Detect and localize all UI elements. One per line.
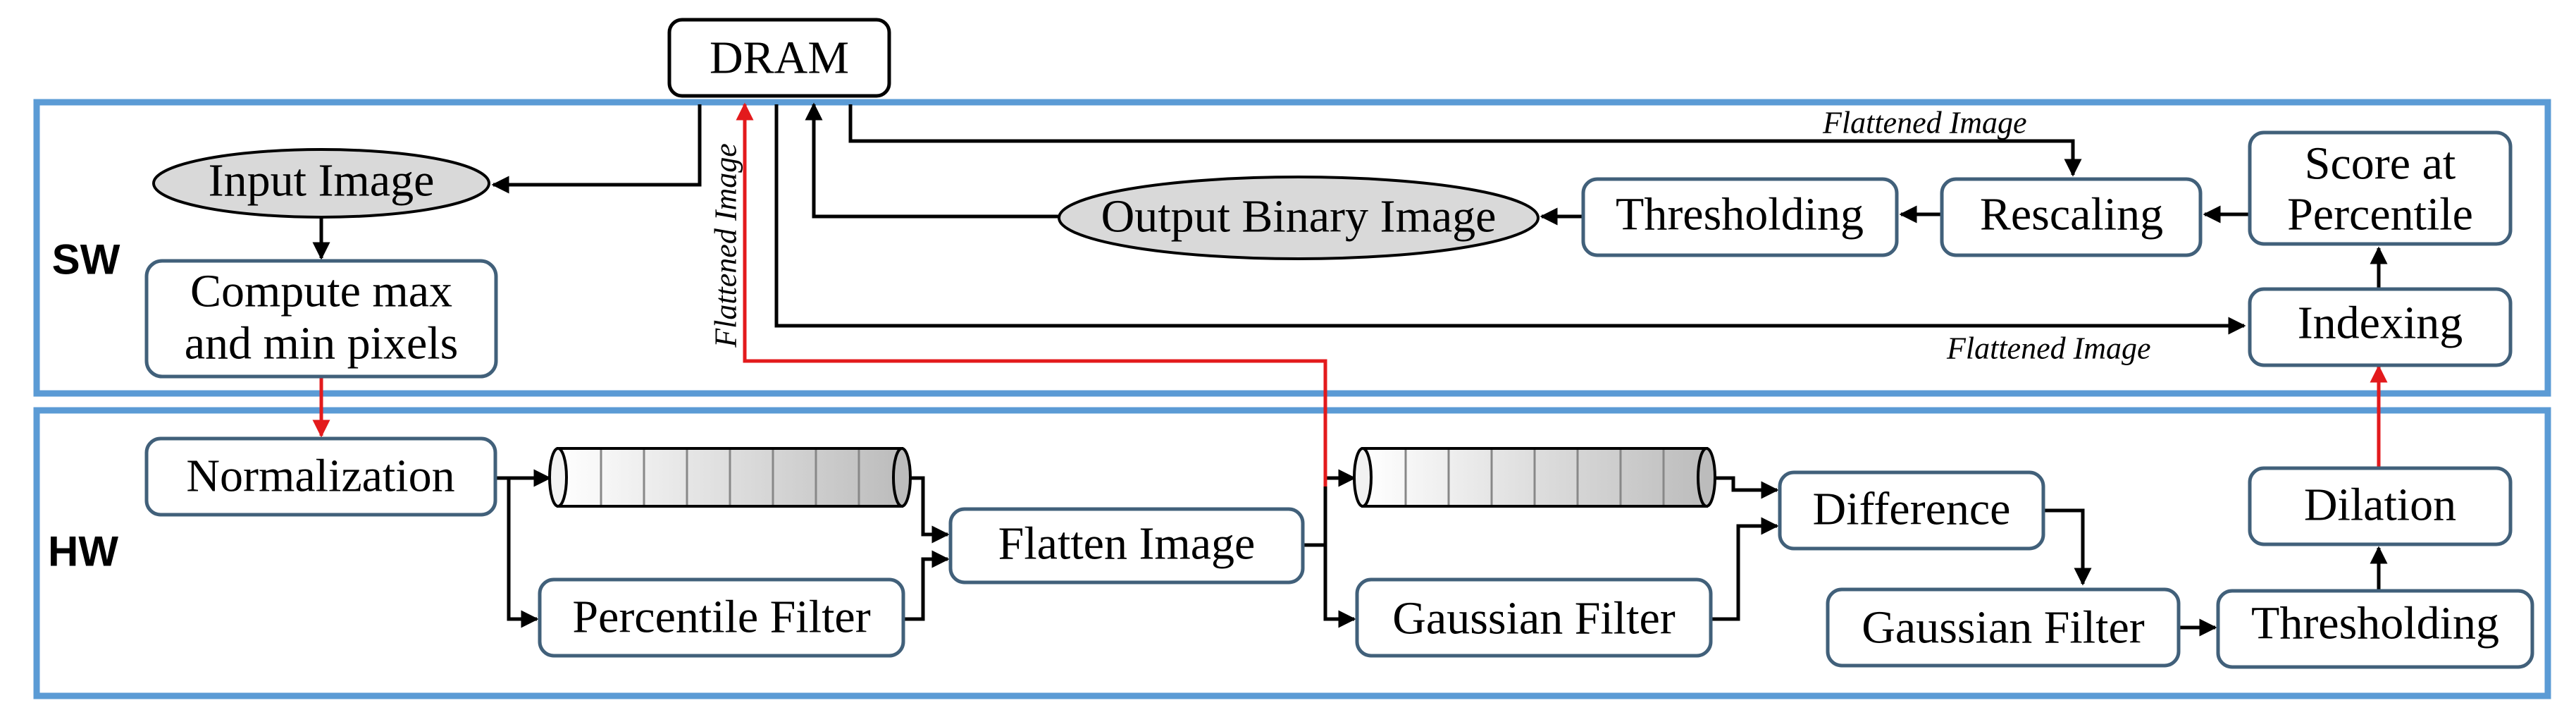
arrow-dram-to-rescaling [848,104,2082,177]
rescaling-block [1940,177,2203,257]
gaussian-filter-1-block [1355,577,1713,658]
gaussian-filter-2-label: Gaussian Filter [1862,602,2144,654]
compute-minmax-block [144,259,498,379]
input-image-label: Input Image [209,155,435,207]
arrow-dram-to-indexing [774,104,2246,335]
rescaling-label: Rescaling [1980,189,2163,240]
sw-thresholding-label: Thresholding [1616,189,1864,240]
line-buffer-2 [1353,447,1716,508]
dilation-label: Dilation [2304,479,2456,531]
arrow-buffer2-to-difference [1707,476,1779,499]
arrow-norm-to-percentile [507,478,539,628]
indexing-block [2248,287,2513,367]
dilation-block [2248,466,2513,546]
dram-label: DRAM [710,32,849,84]
gaussian-filter-2-block [1826,587,2181,668]
difference-block [1778,470,2045,551]
arrow-gaussian1-to-difference [1711,517,1779,621]
arrow-flatten-to-dram [736,102,1327,487]
percentile-filter-block [538,577,905,658]
gaussian-filter-1-label: Gaussian Filter [1392,593,1675,644]
flatten-image-label: Flatten Image [998,518,1256,570]
flatten-image-block [948,507,1305,585]
arrow-percentile-to-flatten [903,550,950,621]
hw-thresholding-block [2216,589,2534,669]
normalization-block [144,436,497,517]
score-percentile-block [2248,130,2513,246]
compute-minmax-label-line2: and min pixels [185,318,459,369]
percentile-filter-label: Percentile Filter [572,592,870,643]
sw-region-label: SW [52,236,120,283]
sw-region [33,99,2551,397]
difference-label: Difference [1813,484,2011,535]
normalization-label: Normalization [186,451,454,502]
score-percentile-label-line2: Percentile [2287,189,2473,240]
input-image-ellipse [152,148,490,219]
edge-label-flattened-top: Flattened Image [1822,106,2027,140]
output-binary-image-ellipse [1058,176,1540,260]
arrow-buffer1-to-flatten [902,476,950,544]
indexing-label: Indexing [2298,298,2463,349]
hw-thresholding-label: Thresholding [2251,598,2499,649]
edge-label-flattened-bottom: Flattened Image [1946,331,2151,366]
arrow-dram-to-input [491,104,702,194]
arrow-output-to-dram [805,102,1058,219]
sw-thresholding-block [1581,177,1899,257]
edge-label-flattened-vertical: Flattened Image [709,143,743,348]
arrow-difference-to-gaussian2 [2043,508,2092,586]
hw-region-label: HW [48,528,118,575]
arrow-flatten-to-buffer2 [1303,469,1356,547]
hw-region [33,407,2551,699]
line-buffer-1 [548,447,912,508]
arrow-flatten-to-gaussian1 [1323,545,1356,628]
compute-minmax-label-line1: Compute max [190,266,452,317]
score-percentile-label-line1: Score at [2305,138,2456,190]
dram-block [667,18,891,98]
output-binary-image-label: Output Binary Image [1101,191,1497,243]
